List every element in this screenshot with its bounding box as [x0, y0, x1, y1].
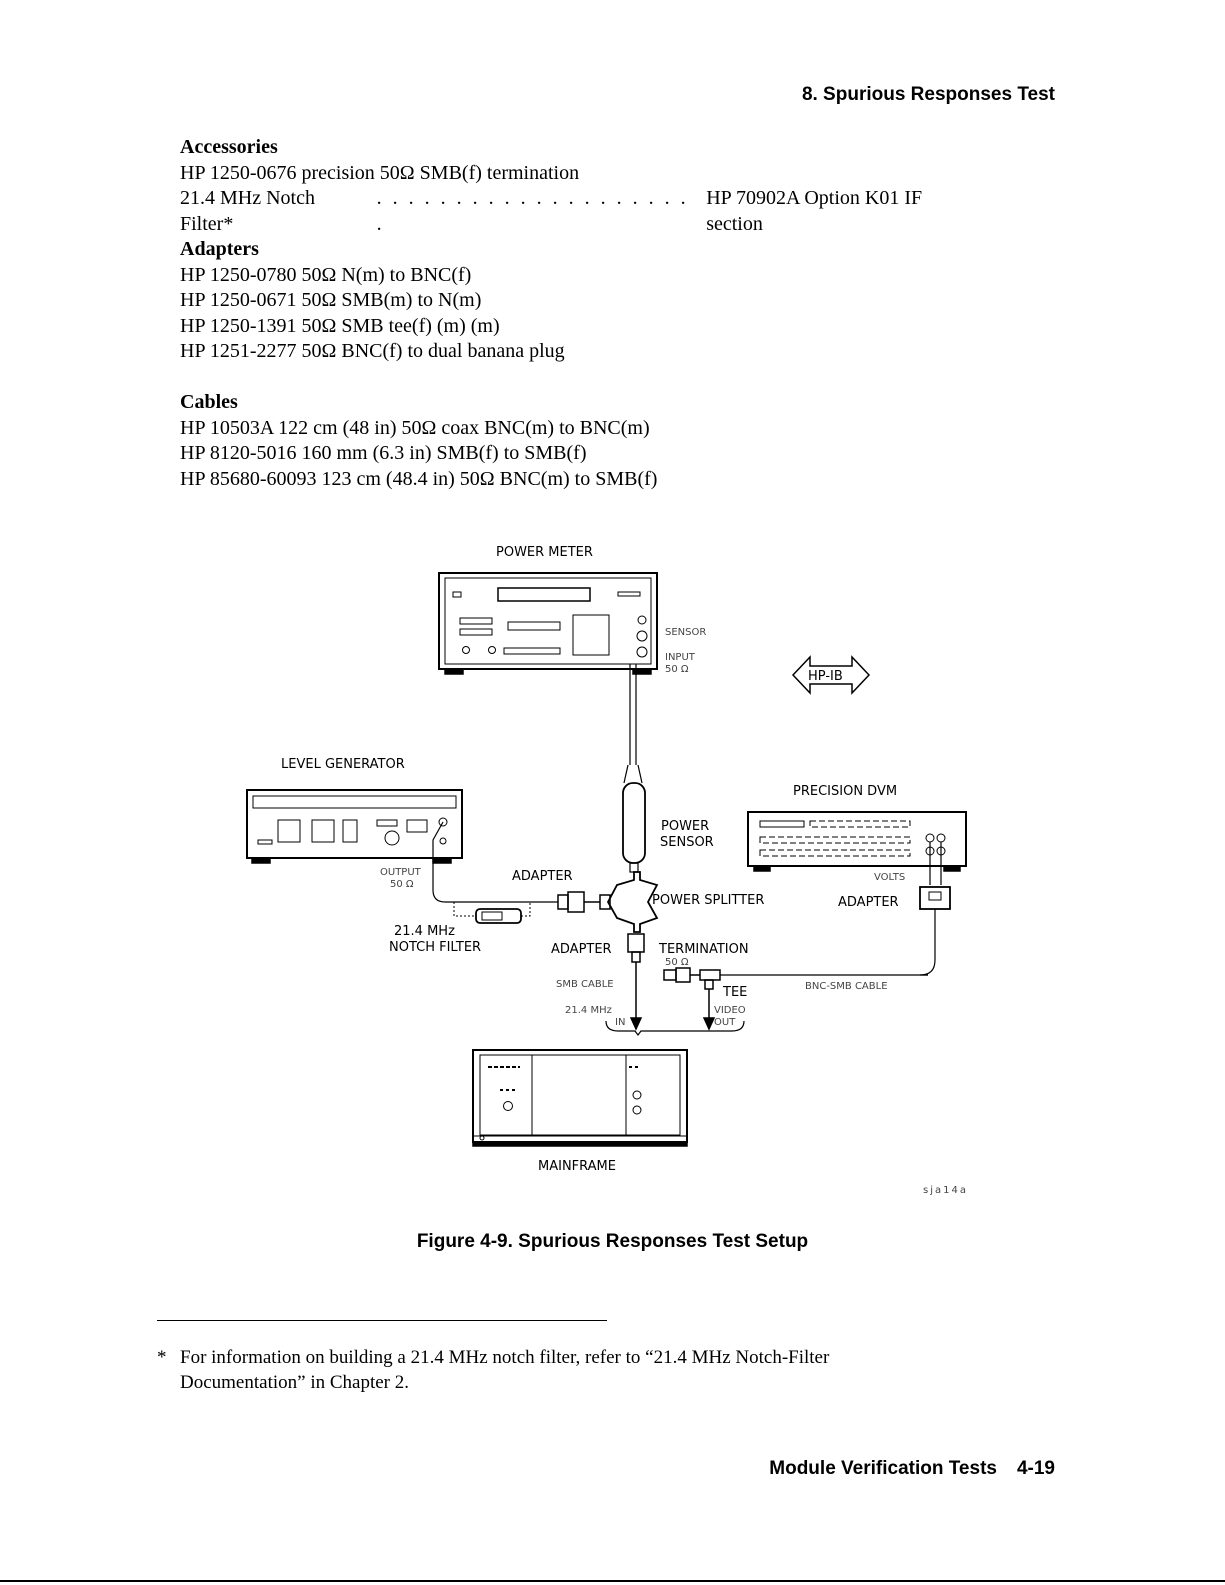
power-sensor-label-1: POWER: [661, 819, 709, 834]
output-impedance-label: 50 Ω: [390, 879, 414, 890]
footer-title: Module Verification Tests: [769, 1458, 997, 1479]
termination-label: TERMINATION: [658, 942, 749, 957]
adapter-bnc-banana: ADAPTER: [838, 842, 951, 976]
cables-heading: Cables: [180, 391, 238, 413]
adapter-item: HP 1250-1391 50Ω SMB tee(f) (m) (m): [180, 314, 500, 337]
test-setup-diagram: POWER METER SENSOR INPUT 50 Ω HP-IB POWE…: [240, 540, 980, 1220]
termination-tee: TERMINATION 50 Ω TEE BNC-SMB CABLE: [658, 942, 928, 1031]
bnc-smb-cable-label: BNC-SMB CABLE: [805, 981, 888, 992]
power-meter: POWER METER SENSOR INPUT 50 Ω: [438, 545, 706, 675]
input-impedance-label: 50 Ω: [665, 664, 689, 675]
notch-filter-source: HP 70902A Option K01 IF section: [706, 187, 923, 235]
footnote-line-1: For information on building a 21.4 MHz n…: [180, 1347, 830, 1368]
notch-filter-line: 21.4 MHz Notch Filter* . . . . . . . . .…: [180, 186, 980, 237]
adapter-n-bnc: ADAPTER: [512, 869, 600, 913]
footnote-rule: [157, 1320, 607, 1321]
figure-caption: Figure 4-9. Spurious Responses Test Setu…: [416, 1231, 809, 1252]
cable-item: HP 10503A 122 cm (48 in) 50Ω coax BNC(m)…: [180, 416, 650, 439]
tee-label: TEE: [722, 985, 747, 1000]
footnote-mark: *: [157, 1347, 167, 1368]
bottom-rule: [0, 1580, 1225, 1582]
adapter-smb-n: ADAPTER SMB CABLE: [551, 933, 645, 1031]
hpib-label: HP-IB: [808, 669, 843, 684]
adapters-heading: Adapters: [180, 238, 259, 260]
power-sensor: POWER SENSOR: [622, 782, 714, 873]
power-meter-label: POWER METER: [496, 545, 593, 560]
cable-item: HP 85680-60093 123 cm (48.4 in) 50Ω BNC(…: [180, 467, 658, 490]
adapter-item: HP 1251-2277 50Ω BNC(f) to dual banana p…: [180, 340, 565, 362]
leader-dots: . . . . . . . . . . . . . . . . . . . . …: [376, 187, 689, 235]
page-footer: Module Verification Tests 4-19: [769, 1458, 1055, 1480]
precision-dvm-label: PRECISION DVM: [793, 784, 897, 799]
volts-label: VOLTS: [874, 872, 905, 883]
precision-dvm: PRECISION DVM VOLTS: [747, 784, 967, 883]
video-out-label-1: VIDEO: [714, 1005, 746, 1016]
mainframe-label: MAINFRAME: [538, 1159, 616, 1174]
if-input-label-1: 21.4 MHz: [565, 1005, 612, 1016]
notch-filter-label: 21.4 MHz Notch Filter*: [180, 187, 315, 235]
adapter-item: HP 1250-0780 50Ω N(m) to BNC(f): [180, 263, 472, 286]
hpib-bus-icon: HP-IB: [791, 655, 871, 695]
level-generator: LEVEL GENERATOR OUTPUT 50 Ω: [246, 757, 463, 890]
adapter-item: HP 1250-0671 50Ω SMB(m) to N(m): [180, 289, 482, 311]
adapter-label-2: ADAPTER: [551, 942, 612, 957]
power-splitter-label: POWER SPLITTER: [652, 893, 764, 908]
level-generator-label: LEVEL GENERATOR: [281, 757, 405, 772]
notch-filter-label-2: NOTCH FILTER: [389, 940, 481, 955]
output-label: OUTPUT: [380, 867, 422, 878]
if-input-label-2: IN: [615, 1017, 625, 1028]
power-splitter: POWER SPLITTER: [599, 871, 764, 933]
input-label: INPUT: [665, 652, 696, 663]
footnote: * For information on building a 21.4 MHz…: [157, 1345, 829, 1395]
smb-cable-label: SMB CABLE: [556, 979, 614, 990]
accessories-section: Accessories HP 1250-0676 precision 50Ω S…: [180, 135, 980, 237]
accessories-heading: Accessories: [180, 136, 278, 158]
notch-filter: 21.4 MHz NOTCH FILTER: [389, 902, 531, 955]
figure-code: sja14a: [923, 1185, 968, 1196]
notch-filter-label-1: 21.4 MHz: [394, 924, 455, 939]
cables-section: Cables HP 10503A 122 cm (48 in) 50Ω coax…: [180, 390, 657, 492]
sensor-label: SENSOR: [665, 627, 706, 638]
page-number: 4-19: [1016, 1458, 1055, 1479]
power-sensor-label-2: SENSOR: [660, 835, 714, 850]
footnote-line-2: Documentation” in Chapter 2.: [180, 1372, 409, 1393]
mainframe: MAINFRAME: [472, 1049, 688, 1174]
adapter-label-3: ADAPTER: [838, 895, 899, 910]
mainframe-input-labels: 21.4 MHz IN VIDEO OUT: [565, 1005, 746, 1036]
adapter-label-1: ADAPTER: [512, 869, 573, 884]
accessories-item: HP 1250-0676 precision 50Ω SMB(f) termin…: [180, 161, 580, 184]
running-header: 8. Spurious Responses Test: [801, 84, 1055, 105]
video-out-label-2: OUT: [714, 1017, 736, 1028]
adapters-section: Adapters HP 1250-0780 50Ω N(m) to BNC(f)…: [180, 237, 565, 365]
termination-impedance-label: 50 Ω: [665, 957, 689, 968]
cable-item: HP 8120-5016 160 mm (6.3 in) SMB(f) to S…: [180, 442, 587, 464]
